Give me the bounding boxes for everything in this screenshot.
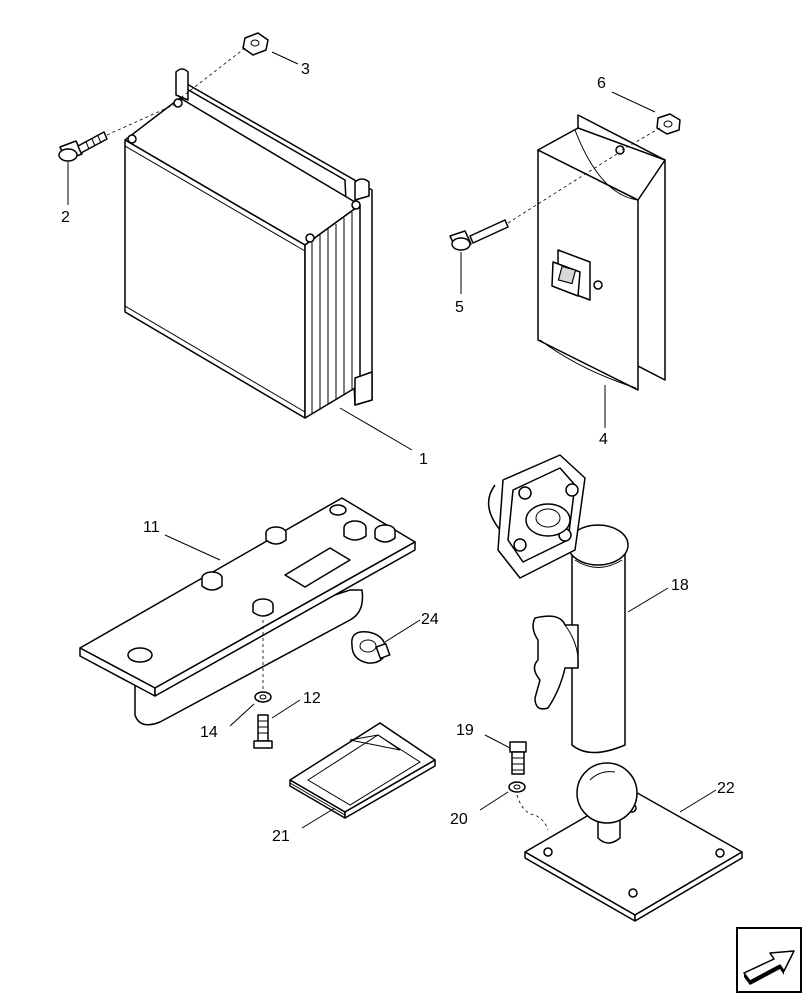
bolt-19	[509, 741, 527, 775]
washer-20	[508, 781, 526, 793]
callout-11: 11	[143, 519, 160, 536]
nut-3	[242, 32, 269, 56]
electrical-connector	[551, 249, 603, 301]
callout-1: 1	[419, 451, 428, 468]
control-module-box	[124, 68, 373, 419]
callout-3: 3	[301, 61, 310, 78]
ball-base-22	[524, 762, 743, 922]
nut-6	[656, 113, 681, 135]
callout-18: 18	[671, 577, 689, 594]
callout-12: 12	[303, 690, 321, 707]
callout-2: 2	[61, 209, 70, 226]
clamp-24	[351, 631, 391, 664]
next-page-arrow-icon	[743, 950, 795, 985]
callout-22: 22	[717, 780, 735, 797]
callout-14: 14	[200, 724, 218, 741]
bolt-12	[253, 714, 273, 749]
ram-mount-arm-18	[487, 454, 629, 754]
callout-labels: 1 2 3 4 5 6 11 12 14 18 19 20 21 22 24	[61, 61, 735, 845]
next-page-button[interactable]	[736, 927, 802, 993]
bolt-2	[58, 131, 108, 162]
callout-19: 19	[456, 722, 474, 739]
leader-lines	[67, 51, 717, 829]
callout-20: 20	[450, 811, 468, 828]
callout-24: 24	[421, 611, 439, 628]
callout-4: 4	[599, 431, 608, 448]
memory-card-21	[289, 722, 436, 819]
callout-5: 5	[455, 299, 464, 316]
connector-bracket	[537, 114, 666, 391]
washer-14	[254, 691, 272, 703]
callout-21: 21	[272, 828, 290, 845]
mounting-plate	[79, 497, 416, 726]
bolt-5	[449, 219, 509, 251]
callout-6: 6	[597, 75, 606, 92]
